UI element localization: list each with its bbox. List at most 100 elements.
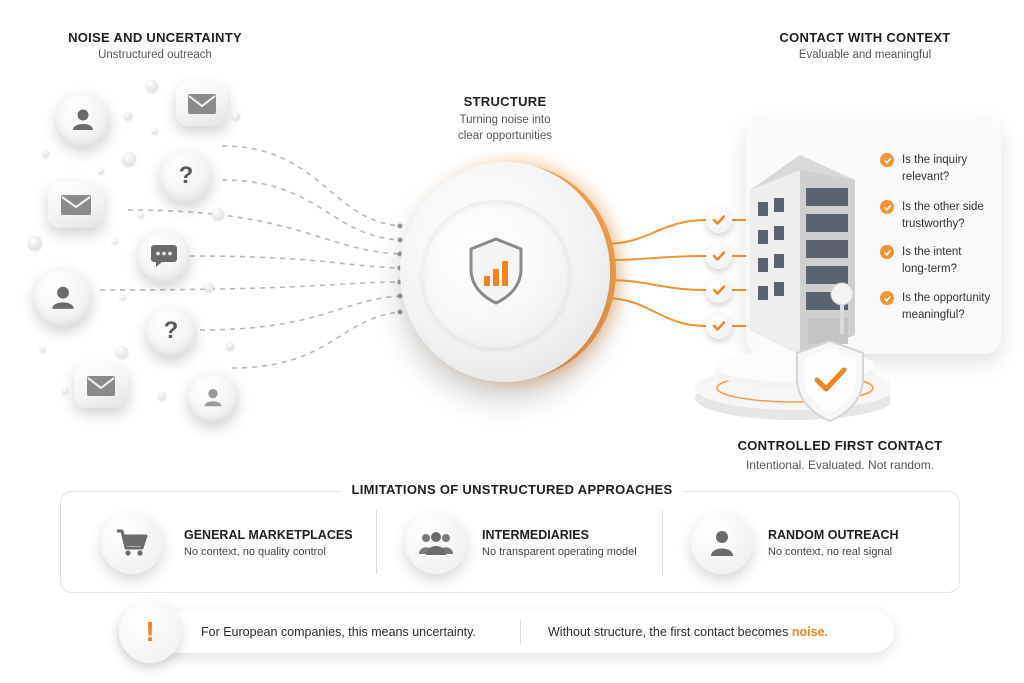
structure-title: STRUCTURE (463, 94, 547, 109)
limitations-title: LIMITATIONS OF UNSTRUCTURED APPROACHES (340, 482, 684, 497)
noise-dot (120, 294, 126, 300)
limitation-title: INTERMEDIARIES (482, 528, 589, 542)
check-circle (706, 207, 732, 233)
check-icon (880, 291, 894, 305)
noise-dot (226, 342, 234, 350)
noise-dot (232, 112, 240, 120)
noise-dot (124, 112, 132, 120)
noise-subtitle: Unstructured outreach (98, 49, 212, 61)
question-line2: trustworthy? (902, 217, 965, 230)
check-icon (712, 251, 726, 261)
question-line1: Is the opportunity (902, 292, 991, 304)
dashed-line (199, 295, 401, 331)
check-circle (706, 277, 732, 303)
check-icon (880, 153, 894, 167)
limitation-subtitle: No context, no quality control (184, 546, 326, 558)
chat-icon (151, 245, 177, 267)
chat-bubble (138, 230, 190, 282)
context-question: Is the inquiry relevant? (880, 152, 1000, 185)
cart-icon (117, 529, 148, 556)
question-icon: ? (178, 162, 194, 189)
dashed-line (99, 281, 401, 291)
noise-dot (122, 152, 136, 166)
footer-bar (122, 611, 894, 653)
noise-dot (146, 80, 158, 92)
mail-tile (74, 364, 128, 408)
noise-dot (42, 150, 49, 157)
question-icon: ? (163, 317, 179, 344)
marketplace-icon-circle (101, 512, 163, 574)
divider (662, 510, 663, 574)
controlled-title: CONTROLLED FIRST CONTACT (737, 438, 943, 453)
mail-tile (48, 182, 104, 228)
noise-dot (28, 236, 42, 250)
question-line2: long-term? (902, 262, 957, 275)
noise-dot (204, 282, 214, 292)
limitation-subtitle: No transparent operating model (482, 546, 637, 558)
warning-icon: ! (119, 601, 181, 663)
controlled-subtitle: Intentional. Evaluated. Not random. (745, 458, 935, 472)
footer-divider (520, 620, 521, 644)
context-question: Is the other side trustworthy? (880, 199, 1000, 232)
check-icon (880, 245, 894, 259)
building-illustration (695, 155, 890, 420)
check-circle (706, 313, 732, 339)
question-line2: meaningful? (902, 308, 965, 321)
noise-dot (116, 346, 128, 358)
context-question: Is the intent long-term? (880, 244, 1000, 277)
footer-left-text: For European companies, this means uncer… (201, 625, 476, 639)
footer-right-main: Without structure, the first contact bec… (548, 625, 792, 639)
person-icon (711, 531, 733, 556)
shield-check-icon (796, 339, 864, 423)
question-line1: Is the intent (902, 246, 962, 258)
person-icon (204, 388, 222, 407)
dashed-line (221, 145, 401, 227)
question-line1: Is the inquiry (902, 154, 968, 166)
dashed-line (127, 209, 401, 255)
intermediaries-icon-circle (405, 512, 467, 574)
mail-icon (188, 94, 216, 114)
dashed-line (189, 255, 401, 269)
check-icon (712, 321, 726, 331)
person-bubble (188, 372, 238, 422)
dashed-line (231, 311, 401, 369)
noise-dot (152, 128, 158, 134)
context-subtitle: Evaluable and meaningful (798, 49, 932, 61)
footer-highlight: noise. (791, 625, 828, 639)
limitation-title: GENERAL MARKETPLACES (184, 528, 353, 542)
person-icon (52, 286, 74, 309)
limitations-panel (60, 491, 960, 593)
mail-tile (176, 82, 228, 126)
check-icon (880, 200, 894, 214)
noise-dot (212, 208, 224, 220)
footer-right-text: Without structure, the first contact bec… (548, 625, 828, 639)
divider (376, 510, 377, 574)
noise-dot (62, 388, 68, 394)
noise-dot (158, 392, 166, 400)
structure-subtitle-1: Turning noise into (459, 114, 551, 126)
person-bubble (34, 268, 92, 326)
context-title: CONTACT WITH CONTEXT (779, 30, 951, 45)
noise-dot (138, 212, 144, 218)
limitation-title: RANDOM OUTREACH (768, 528, 899, 542)
check-circle (706, 243, 732, 269)
group-icon (419, 532, 453, 555)
shield-chart-icon (469, 237, 523, 305)
check-icon (712, 285, 726, 295)
noise-dot (40, 346, 46, 352)
check-icon (712, 215, 726, 225)
question-bubble: ? (146, 306, 196, 356)
limitation-subtitle: No context, no real signal (768, 546, 893, 558)
structure-subtitle-2: clear opportunities (458, 130, 552, 142)
person-icon (73, 109, 93, 130)
orange-line (603, 219, 707, 245)
question-line1: Is the other side (902, 201, 984, 213)
noise-dot (98, 168, 104, 174)
question-bubble: ? (160, 150, 212, 202)
orange-line (605, 255, 707, 261)
orange-line (603, 297, 707, 327)
dashed-line (221, 179, 401, 241)
context-question: Is the opportunity meaningful? (880, 290, 1000, 323)
question-line2: relevant? (902, 170, 950, 183)
person-bubble (56, 92, 110, 146)
